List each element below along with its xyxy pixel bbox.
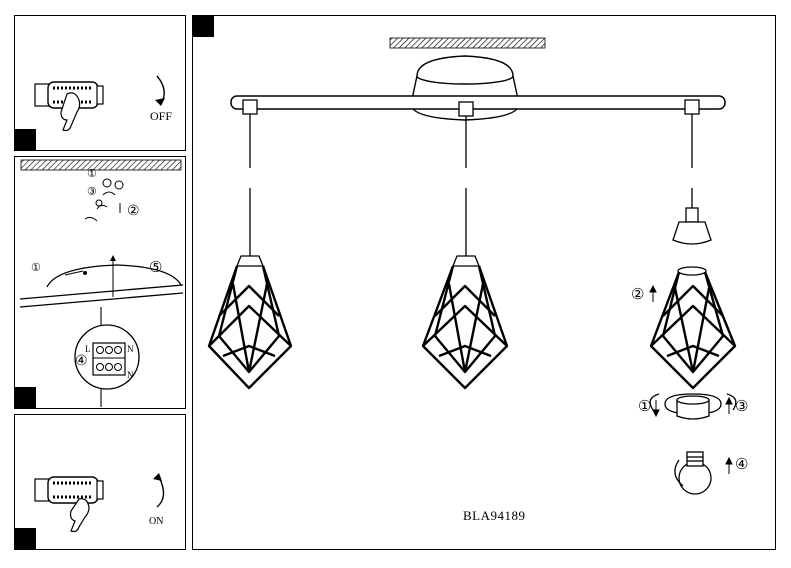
step-4-label: ④	[735, 457, 749, 473]
mounting-illustration	[19, 159, 184, 407]
ceiling-hatch	[389, 37, 546, 49]
canopy-graphic	[19, 264, 184, 308]
wall-switch-graphic	[34, 476, 104, 504]
hand-graphic	[69, 498, 90, 533]
hand-graphic	[60, 92, 81, 132]
corner-marker	[14, 528, 36, 550]
terminal-n-label: N	[127, 344, 134, 354]
mount-step-5: ⑤	[149, 260, 163, 276]
lamp-holder-graphic	[672, 207, 712, 245]
step-1-label: ①	[638, 399, 652, 415]
pendant-cage-middle	[421, 255, 509, 390]
corner-marker	[14, 129, 36, 151]
panel-switch-on: ON	[14, 414, 186, 550]
off-label: OFF	[150, 109, 173, 123]
model-number: BLA94189	[463, 508, 526, 523]
pendant-cage-left	[207, 255, 293, 390]
fixing-screws-graphic	[84, 178, 124, 222]
pendant-cage-right	[649, 266, 737, 390]
step-2-label: ②	[631, 287, 645, 303]
corner-marker	[14, 387, 36, 409]
mounting-bar-graphic	[230, 95, 726, 110]
mount-step-1-canopy: ①	[31, 262, 41, 274]
on-label: ON	[149, 516, 164, 527]
terminal-l-label: L	[85, 344, 91, 354]
terminal-block-graphic	[74, 324, 140, 390]
direction-arrows	[649, 284, 733, 474]
switch-on-illustration	[34, 473, 165, 533]
light-bulb-graphic	[674, 451, 712, 495]
mount-step-3: ③	[87, 186, 97, 198]
cables	[249, 114, 693, 256]
corner-marker	[192, 15, 214, 37]
switch-off-illustration	[34, 75, 165, 132]
arrow-up-icon	[156, 476, 165, 508]
step-3-label: ③	[735, 399, 749, 415]
terminal-n-label-lower: N	[127, 370, 134, 380]
ring-nut-graphic	[649, 393, 737, 420]
panel-main-assembly: ② ① ③ ④ BLA94189	[192, 15, 776, 550]
mount-step-2: ②	[127, 204, 140, 219]
panel-mounting: ① ③ ② ① ⑤ ④ L N N	[14, 156, 186, 409]
panel-switch-off: OFF	[14, 15, 186, 151]
fixture-illustration	[207, 37, 737, 495]
mount-step-4: ④	[75, 354, 88, 369]
mount-step-1: ①	[87, 168, 97, 180]
